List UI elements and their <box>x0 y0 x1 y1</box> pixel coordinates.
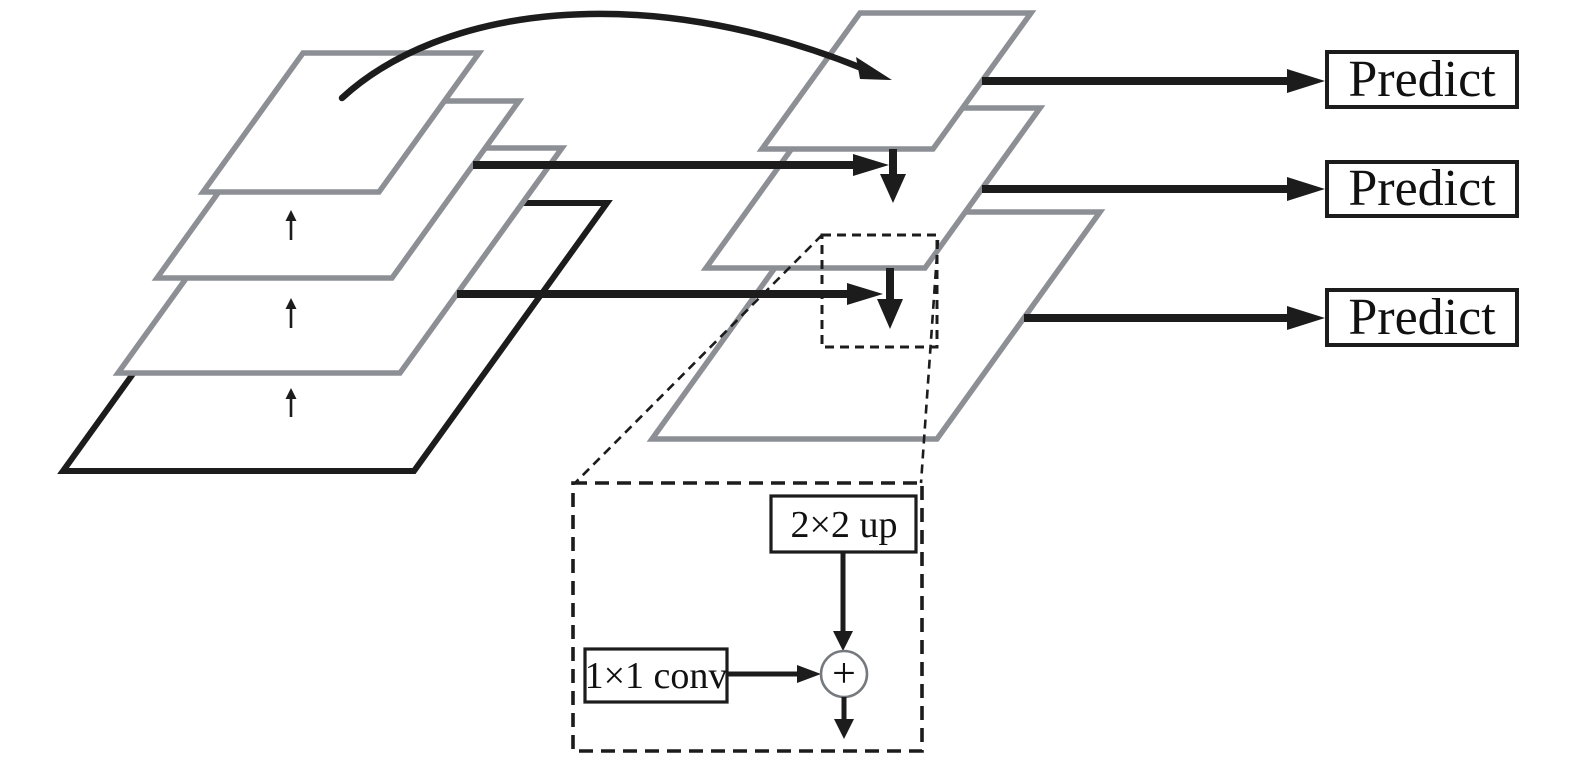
upsample-label: 2×2 up <box>791 504 898 546</box>
merge-zoom-region <box>820 233 939 349</box>
upsample-to-merge-arrow <box>833 552 853 651</box>
up-arrow-low-to-mid <box>285 298 297 328</box>
predict-label-middle: Predict <box>1348 160 1496 217</box>
up-arrow-mid-to-top <box>285 210 297 240</box>
zoom-connector-right <box>919 239 940 484</box>
up-arrow-image-to-low <box>285 388 297 417</box>
elementwise-add-symbol: + <box>832 651 856 697</box>
bottom-up-pathway <box>57 50 613 474</box>
merge-detail-inset: 2×2 up 1×1 conv + <box>571 481 924 753</box>
predict-label-bottom: Predict <box>1348 289 1496 346</box>
topdown-feature-plane-low <box>646 209 1106 442</box>
predict-box-middle <box>1325 160 1519 218</box>
upsample-box <box>769 494 918 554</box>
zoom-connector-left <box>574 234 823 484</box>
predict-box-top <box>1325 50 1519 109</box>
conv-label: 1×1 conv <box>585 655 728 697</box>
topdown-feature-plane-top <box>756 10 1037 152</box>
topdown-feature-plane-mid <box>700 105 1046 271</box>
down-arrow-top-to-mid <box>880 149 906 203</box>
conv-to-merge-arrow <box>727 665 821 683</box>
predict-output-middle: Predict <box>982 160 1519 218</box>
inset-border <box>571 481 924 753</box>
curved-top-arrow <box>338 10 892 102</box>
down-arrow-mid-to-low <box>877 268 903 329</box>
lateral-arrow-lower <box>457 283 883 305</box>
top-down-pathway <box>646 10 1106 442</box>
predict-box-bottom <box>1325 288 1519 347</box>
predict-output-top: Predict <box>982 50 1519 109</box>
merge-output-arrow <box>834 697 854 739</box>
lateral-arrow-upper <box>473 154 889 176</box>
predict-output-bottom: Predict <box>1024 288 1519 347</box>
bottomup-feature-plane-top <box>197 50 485 195</box>
predict-label-top: Predict <box>1348 51 1496 108</box>
